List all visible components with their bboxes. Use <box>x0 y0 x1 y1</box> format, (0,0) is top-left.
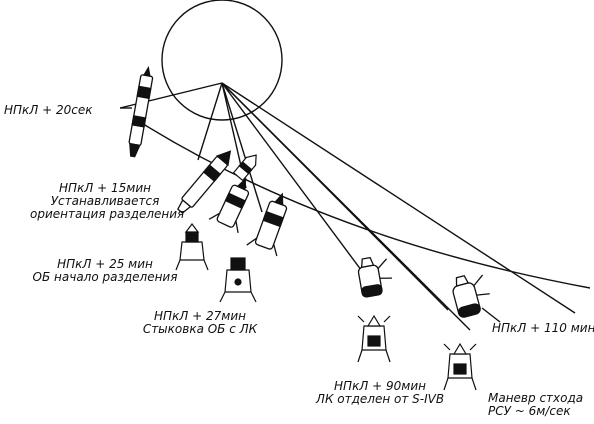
spacecraft-stage-25m <box>208 177 250 234</box>
spacecraft-stage-27m <box>246 192 288 257</box>
spacecraft-lm-90m <box>357 314 391 363</box>
label-t15m: НПкЛ + 15мин Устанавливается ориентация … <box>30 181 185 221</box>
label-t20s: НПкЛ + 20сек <box>4 103 93 117</box>
leader-110m <box>481 307 501 323</box>
earth-circle <box>161 0 283 121</box>
spacecraft-lm-maneuver <box>443 342 477 391</box>
spacecraft-capsule-15m <box>232 154 257 182</box>
label-t27m: НПкЛ + 27мин Стыковка ОБ с ЛК <box>142 309 258 336</box>
trajectory-arc <box>139 121 591 289</box>
label-t90m: НПкЛ + 90мин ЛК отделен от S-IVB <box>315 379 445 406</box>
spacecraft-lm-25m <box>175 223 209 271</box>
spacecraft-stage-15m <box>177 150 232 214</box>
label-t110m: НПкЛ + 110 мин <box>492 321 594 335</box>
label-maneuver: Маневр стхода РСУ ~ 6м/сек <box>488 391 584 418</box>
spacecraft-stage-90m <box>357 256 393 298</box>
label-t25m: НПкЛ + 25 мин ОБ начало разделения <box>32 257 178 284</box>
spacecraft-stage-110m <box>452 274 490 318</box>
spacecraft-lm-27m <box>219 257 257 303</box>
radial-rays <box>119 82 576 331</box>
spacecraft-stage-20s <box>128 65 154 158</box>
